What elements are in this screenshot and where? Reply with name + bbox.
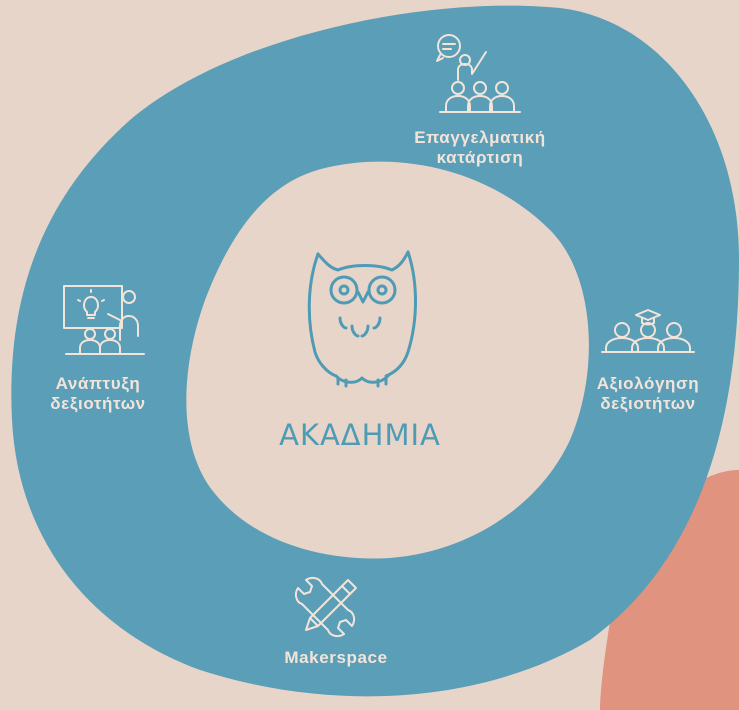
item-label-makerspace: Makerspace [284, 648, 388, 667]
inner-area [186, 161, 589, 559]
item-label-skills-assessment: Αξιολόγηση δεξιοτήτων [596, 374, 700, 413]
accent-blob [600, 470, 739, 710]
item-label-skills-development: Ανάπτυξη δεξιοτήτων [50, 374, 146, 413]
item-label-professional-training: Επαγγελματική κατάρτιση [414, 128, 546, 167]
teacher-classroom-icon [436, 34, 521, 113]
center-title: ΑΚΑΔΗΜΙΑ [279, 418, 441, 452]
graduates-group-icon [601, 309, 695, 353]
owl-icon [307, 250, 417, 388]
idea-presentation-icon [63, 285, 145, 355]
pencil-wrench-tools-icon [294, 576, 357, 638]
